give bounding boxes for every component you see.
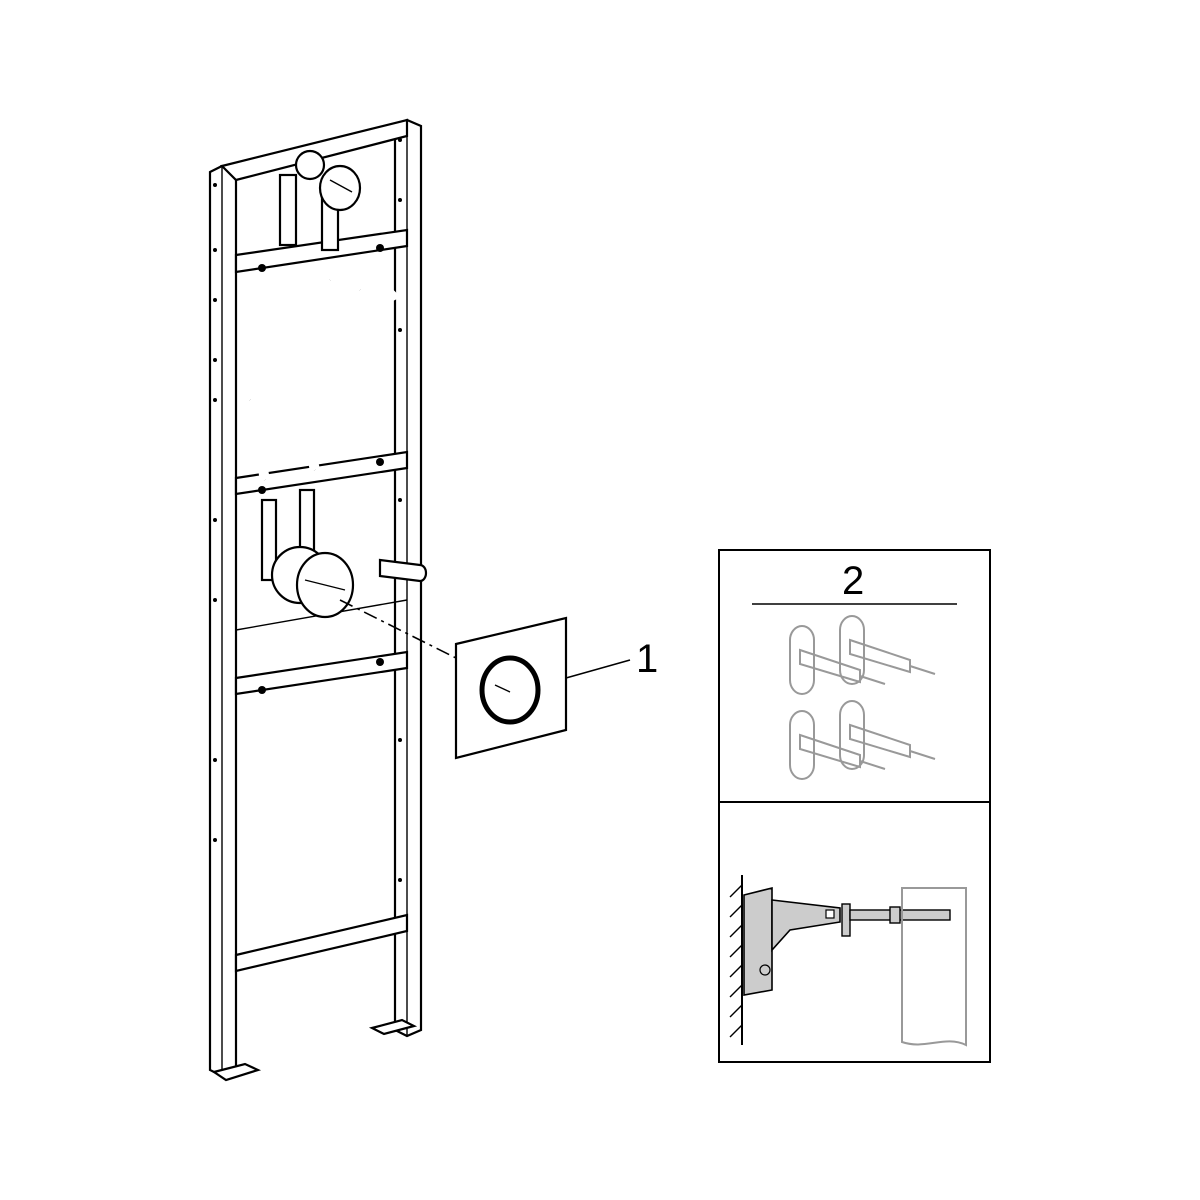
top-valve [278, 149, 362, 252]
assembly-dashed-line [339, 599, 471, 666]
right-foot [368, 1018, 418, 1036]
bottom-valve [260, 488, 428, 619]
mounting-detail [729, 875, 967, 1047]
callout-1-label: 1 [636, 637, 658, 681]
accessory-box: 2 [718, 549, 991, 1063]
flex-hoses [241, 274, 400, 482]
callout-1-leader [565, 659, 631, 679]
left-foot [211, 1062, 262, 1082]
mounting-frame [208, 118, 423, 1082]
wall-brackets-set [789, 615, 936, 780]
crossbars [234, 228, 409, 973]
frame-holes [213, 138, 402, 882]
flush-plate [454, 616, 568, 760]
left-post [208, 164, 238, 1078]
top-rail [219, 118, 409, 182]
callout-2-label: 2 [842, 559, 864, 603]
